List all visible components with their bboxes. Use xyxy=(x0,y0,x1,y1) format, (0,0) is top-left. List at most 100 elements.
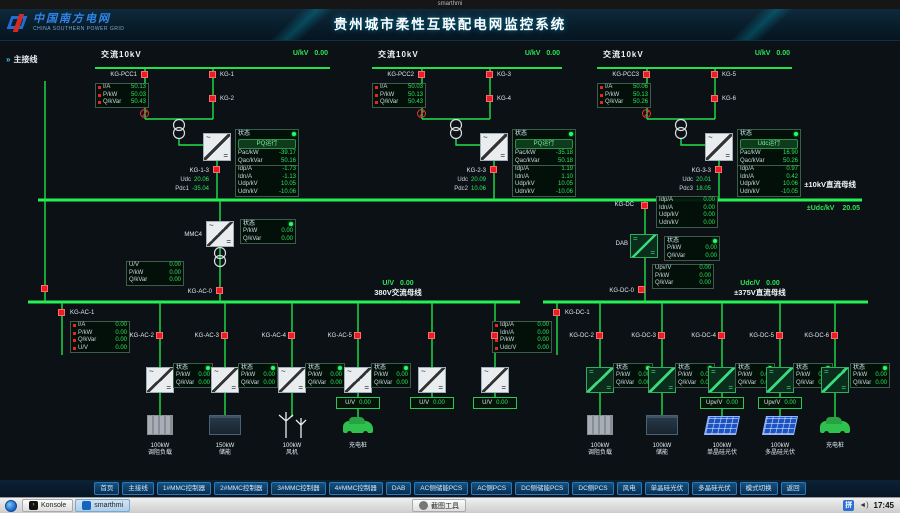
nav-button-wind[interactable]: 风电 xyxy=(616,482,642,495)
pcs-converter-icon[interactable]: ~= xyxy=(278,367,306,393)
meter-row: Idn/A-1.13 xyxy=(236,174,298,182)
nav-button-mmc1[interactable]: 1#MMC控制器 xyxy=(156,482,212,495)
pcs-converter-icon[interactable]: ~= xyxy=(344,367,372,393)
load-label: 100kW 风机 xyxy=(282,443,302,456)
solar-panel-icon[interactable] xyxy=(761,416,799,435)
breaker-switch[interactable] xyxy=(58,309,65,316)
breaker-switch[interactable] xyxy=(776,332,783,339)
switch-label: KG-AC-2 xyxy=(129,333,154,339)
resistive-load-icon[interactable] xyxy=(147,415,173,435)
disconnector-icon[interactable] xyxy=(642,109,651,118)
start-menu-icon[interactable] xyxy=(5,499,17,512)
breaker-switch[interactable] xyxy=(216,287,223,294)
nav-button-mode-switch[interactable]: 模式切换 xyxy=(739,482,778,495)
breaker-switch[interactable] xyxy=(209,71,216,78)
breaker-switch[interactable] xyxy=(428,332,435,339)
breaker-switch[interactable] xyxy=(643,71,650,78)
breaker-switch[interactable] xyxy=(486,71,493,78)
meter-key: Q/kVar xyxy=(241,379,260,386)
meter-key: P/kW xyxy=(78,329,93,336)
meter-key: I/A xyxy=(78,322,86,328)
meter-key: P/kW xyxy=(103,91,118,98)
pcs-converter-icon[interactable]: ~= xyxy=(146,367,174,393)
disconnector-icon[interactable] xyxy=(140,109,149,118)
nav-button-dc-ess-pcs[interactable]: DC侧储能PCS xyxy=(515,482,570,495)
breaker-switch[interactable] xyxy=(213,166,220,173)
resistive-load-icon[interactable] xyxy=(587,415,613,435)
ev-car-icon[interactable] xyxy=(820,417,850,436)
meter-value: 50.13 xyxy=(407,91,423,98)
solar-panel-icon[interactable] xyxy=(703,416,741,435)
breaker-switch[interactable] xyxy=(221,332,228,339)
breaker-switch[interactable] xyxy=(596,332,603,339)
breaker-switch[interactable] xyxy=(41,285,48,292)
taskbar-item-konsole[interactable]: ›Konsole xyxy=(22,499,74,512)
alarm-tick xyxy=(73,339,76,343)
pcs-converter-icon[interactable]: ~= xyxy=(211,367,239,393)
pcs-converter-icon[interactable]: ~= xyxy=(418,367,446,393)
breaker-switch[interactable] xyxy=(638,286,645,293)
meter-key: P/kW xyxy=(655,272,670,279)
breaker-switch[interactable] xyxy=(711,95,718,102)
nav-button-mmc3[interactable]: 3#MMC控制器 xyxy=(271,482,326,495)
breaker-switch[interactable] xyxy=(156,332,163,339)
breaker-switch[interactable] xyxy=(490,166,497,173)
meter-value: 0.00 xyxy=(699,280,711,287)
nav-button-mono-pv[interactable]: 单晶硅光伏 xyxy=(644,482,690,495)
battery-storage-icon[interactable] xyxy=(646,415,678,435)
nav-button-home[interactable]: 首页 xyxy=(94,482,120,495)
dcdc-converter-icon[interactable]: == xyxy=(821,367,849,393)
status-dot xyxy=(713,239,717,243)
os-titlebar[interactable]: smarthmi xyxy=(0,0,900,9)
breaker-switch[interactable] xyxy=(486,95,493,102)
mmc-converter-icon[interactable]: ~= xyxy=(206,221,234,247)
nav-button-main-diagram[interactable]: 主接线 xyxy=(122,482,154,495)
nav-button-dc-pcs[interactable]: DC侧PCS xyxy=(572,482,614,495)
nav-button-ac-ess-pcs[interactable]: AC侧储能PCS xyxy=(414,482,469,495)
dab-converter-icon[interactable]: == xyxy=(630,234,658,258)
breaker-switch[interactable] xyxy=(354,332,361,339)
breaker-switch[interactable] xyxy=(418,71,425,78)
breaker-switch[interactable] xyxy=(288,332,295,339)
ev-car-icon[interactable] xyxy=(343,417,373,436)
breaker-switch[interactable] xyxy=(831,332,838,339)
nav-button-mmc4[interactable]: 4#MMC控制器 xyxy=(328,482,383,495)
dcdc-converter-icon[interactable]: == xyxy=(648,367,676,393)
nav-button-poly-pv[interactable]: 多晶硅光伏 xyxy=(692,482,737,495)
breaker-switch[interactable] xyxy=(141,71,148,78)
breaker-switch[interactable] xyxy=(491,332,498,339)
breaker-switch[interactable] xyxy=(718,332,725,339)
breaker-switch[interactable] xyxy=(711,71,718,78)
breaker-switch[interactable] xyxy=(553,309,560,316)
reading-key: Udc xyxy=(457,177,468,183)
breaker-switch[interactable] xyxy=(658,332,665,339)
battery-storage-icon[interactable] xyxy=(209,415,241,435)
disconnector-icon[interactable] xyxy=(417,109,426,118)
nav-button-mmc2[interactable]: 2#MMC控制器 xyxy=(214,482,269,495)
input-method-indicator[interactable]: 拼 xyxy=(843,500,855,511)
taskbar-item-screenshot-tool[interactable]: 截图工具 xyxy=(412,499,466,512)
load-label: 充电桩 xyxy=(825,443,844,449)
konsole-icon: › xyxy=(29,501,38,510)
volume-icon[interactable]: ◄) xyxy=(859,502,869,509)
meter-row: Pac/kW-35.18 xyxy=(513,150,575,158)
meter-value: 0.00 xyxy=(537,337,549,344)
acdc-converter-icon[interactable]: ~= xyxy=(203,133,231,161)
nav-button-ac-pcs[interactable]: AC侧PCS xyxy=(471,482,513,495)
breaker-switch[interactable] xyxy=(209,95,216,102)
breaker-switch[interactable] xyxy=(715,166,722,173)
nav-button-back[interactable]: 返回 xyxy=(780,482,806,495)
acdc-converter-icon[interactable]: ~= xyxy=(480,133,508,161)
dcdc-converter-icon[interactable]: == xyxy=(586,367,614,393)
acdc-converter-icon[interactable]: ~= xyxy=(705,133,733,161)
taskbar-item-smarthmi[interactable]: smarthmi xyxy=(75,499,131,512)
nav-button-dab[interactable]: DAB xyxy=(385,482,412,495)
dcdc-converter-icon[interactable]: == xyxy=(766,367,794,393)
wind-turbine-icon[interactable] xyxy=(274,409,310,439)
pcs-converter-icon[interactable]: ~= xyxy=(481,367,509,393)
dcdc-converter-icon[interactable]: == xyxy=(708,367,736,393)
breaker-switch[interactable] xyxy=(641,202,648,209)
